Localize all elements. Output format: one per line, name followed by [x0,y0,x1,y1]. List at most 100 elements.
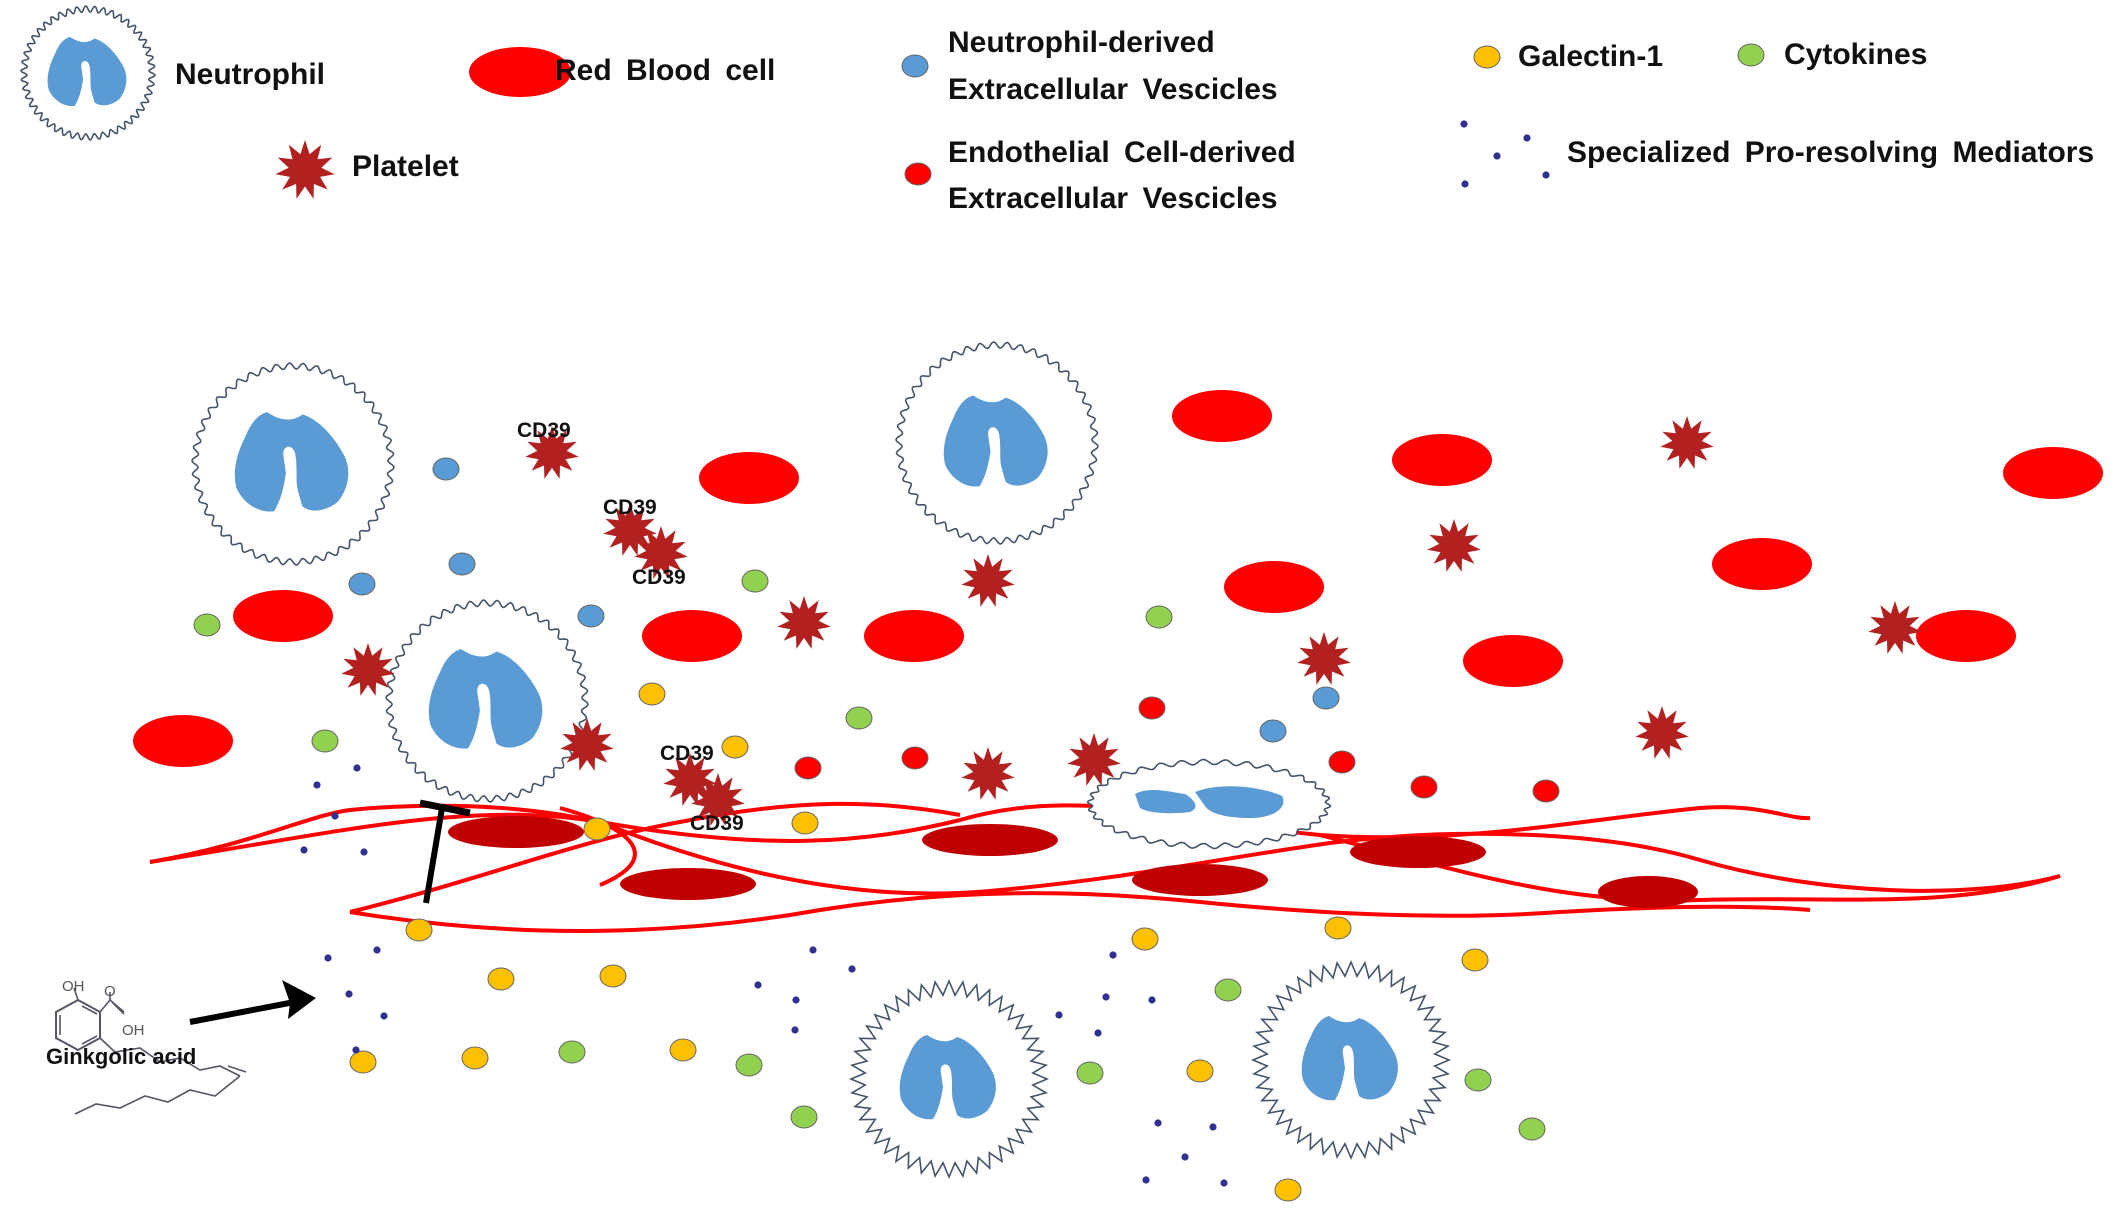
galectin-icon [487,967,515,991]
neutrophil-nucleus [1195,786,1284,818]
galectin-icon [721,735,749,759]
endothelial-cell-membrane [559,806,637,887]
endothelial-nucleus [922,824,1058,856]
cd39-label: CD39 [517,419,571,442]
cytokine-icon [193,613,221,637]
arrows-layer [189,799,471,1025]
galectin-icon [1274,1178,1302,1202]
neutrophil-vesicle-icon [348,572,376,596]
platelet-icon [275,140,335,199]
red-blood-cell-icon [864,610,964,662]
endothelial-nucleus [1598,876,1698,908]
molecule-o-label: O [104,983,116,1000]
galectin-icon [599,964,627,988]
platelet-icon [777,596,831,649]
spm-dot-icon [1460,120,1468,128]
cytokine-icon [1737,43,1765,67]
galectin-icon [638,682,666,706]
particles-layer [193,43,1765,1202]
neutrophil-vesicle-icon [432,457,460,481]
cytokine-icon [741,569,769,593]
spm-dot-icon [1102,993,1110,1001]
endothelial-cell-membrane [1319,833,2061,903]
endothelial-vesicle-icon [1410,775,1438,799]
cd39-label: CD39 [632,566,686,589]
galectin-icon [405,918,433,942]
cytokine-icon [1214,978,1242,1002]
cells-layer [20,5,2103,1180]
arrow-head-icon [282,980,316,1019]
endothelial-cell-membrane [349,891,1811,933]
cytokine-icon [1464,1068,1492,1092]
galectin-icon [1186,1059,1214,1083]
platelet-icon [961,554,1015,607]
cytokine-icon [1518,1117,1546,1141]
platelet-icon [634,526,688,579]
spm-dot-icon [360,848,368,856]
spm-dot-icon [373,946,381,954]
neutrophil-vesicle-icon [1312,686,1340,710]
endothelial-vesicle-icon [1532,779,1560,803]
platelet-icon [525,426,579,479]
red-blood-cell-icon [699,452,799,504]
legend-eev-label-line2: Extracellular Vescicles [948,182,1278,215]
neutrophil-vesicle-icon [448,552,476,576]
red-blood-cell-icon [1463,635,1563,687]
spm-dot-icon [809,946,817,954]
galectin-icon [583,817,611,841]
neutrophil-icon [385,599,589,803]
endothelial-nucleus [1350,836,1486,868]
platelet-icon [961,747,1015,800]
legend-cytokines-label: Cytokines [1784,38,1928,71]
inhibition-bar [419,799,471,817]
spm-dot-icon [300,846,308,854]
platelet-icon [1427,519,1481,572]
spm-dot-icon [1109,951,1117,959]
endothelial-cell-membrane [349,801,961,914]
molecule-oh-label: OH [122,1022,145,1039]
molecule-structure-icon [55,987,247,1115]
neutrophil-icon [20,5,156,141]
spm-dot-icon [313,781,321,789]
cytokine-icon [790,1105,818,1129]
galectin-icon [349,1050,377,1074]
spm-dot-icon [1094,1029,1102,1037]
endothelial-vesicle-icon [794,756,822,780]
spm-dot-icon [792,996,800,1004]
legend-nev-label-line2: Extracellular Vescicles [948,73,1278,106]
spm-dot-icon [1142,1176,1150,1184]
legend-neutrophil-label: Neutrophil [175,58,325,91]
red-blood-cell-icon [1172,390,1272,442]
galectin-icon [461,1046,489,1070]
ginkgolic-acid-label: Ginkgolic acid [46,1044,197,1069]
molecule-double-bonds [59,1005,98,1045]
galectin-icon [1324,916,1352,940]
red-blood-cell-icon [469,47,571,97]
endothelial-nucleus [620,868,756,900]
spm-dot-icon [1542,171,1550,179]
endothelial-nucleus [448,816,584,848]
cytokine-icon [845,706,873,730]
spm-dot-icon [345,990,353,998]
legend-eev-label-line1: Endothelial Cell-derived [948,136,1296,169]
spm-dot-icon [1148,996,1156,1004]
spm-dot-icon [754,981,762,989]
spm-dot-icon [1209,1123,1217,1131]
spm-dot-icon [1181,1153,1189,1161]
galectin-icon [1461,948,1489,972]
spm-dot-icon [1493,152,1501,160]
neutrophil-icon [191,362,395,566]
endothelial-vesicle-icon [1138,696,1166,720]
spm-dot-icon [848,965,856,973]
red-blood-cell-icon [1712,538,1812,590]
molecule-oh-label: OH [62,978,85,995]
red-blood-cell-icon [2003,447,2103,499]
spm-dot-icon [352,1046,360,1054]
spm-dot-icon [1055,1011,1063,1019]
endothelial-nucleus [1132,864,1268,896]
cytokine-icon [735,1053,763,1077]
platelet-icon [691,773,745,826]
platelet-icon [1660,416,1714,469]
red-blood-cell-icon [233,590,333,642]
